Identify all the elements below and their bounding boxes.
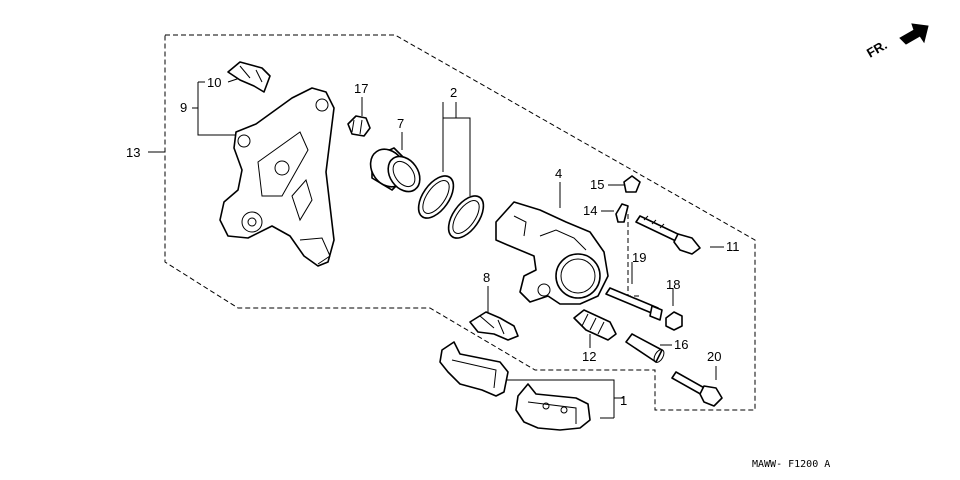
callout-4: 4 [555, 166, 562, 181]
callout-14: 14 [583, 203, 597, 218]
pad-pin [605, 287, 663, 321]
piston-seal [417, 175, 455, 219]
callout-19: 19 [632, 250, 646, 265]
callout-18: 18 [666, 277, 680, 292]
bleeder-cap [347, 115, 371, 137]
diagram-code: MAWW- F1200 A [752, 459, 830, 470]
callout-12: 12 [582, 349, 596, 364]
pin-plug [665, 311, 683, 331]
assembly-boundary [164, 34, 756, 411]
caliper-body [495, 201, 609, 305]
pad-spring [469, 311, 519, 341]
callout-9: 9 [180, 100, 187, 115]
callout-10: 10 [207, 75, 221, 90]
leader-lines [148, 77, 724, 419]
caliper-bolt [671, 371, 723, 407]
bleeder-valve [615, 203, 629, 223]
front-direction-label: FR. [864, 37, 890, 60]
pin-boot [573, 309, 617, 341]
piston [369, 147, 421, 193]
brake-pad-upper [439, 341, 509, 397]
retainer-clip-upper [227, 61, 271, 93]
pin-bolt [635, 215, 701, 255]
bleeder-cap-small [623, 175, 641, 193]
callout-16: 16 [674, 337, 688, 352]
front-direction-indicator: FR. [864, 23, 929, 61]
callout-17: 17 [354, 81, 368, 96]
dust-seal [447, 195, 485, 239]
callout-2: 2 [450, 85, 457, 100]
boot [625, 333, 665, 363]
brake-pad-lower [515, 383, 591, 431]
callout-1: 1 [620, 393, 627, 408]
callout-15: 15 [590, 177, 604, 192]
callout-11: 11 [726, 239, 740, 254]
caliper-bracket [219, 87, 335, 267]
callout-7: 7 [397, 116, 404, 131]
callout-20: 20 [707, 349, 721, 364]
callout-8: 8 [483, 270, 490, 285]
arrow-right-icon [899, 23, 929, 45]
callout-labels: 1 2 4 7 8 9 10 11 12 13 14 15 16 17 18 1… [126, 75, 740, 408]
callout-13: 13 [126, 145, 140, 160]
